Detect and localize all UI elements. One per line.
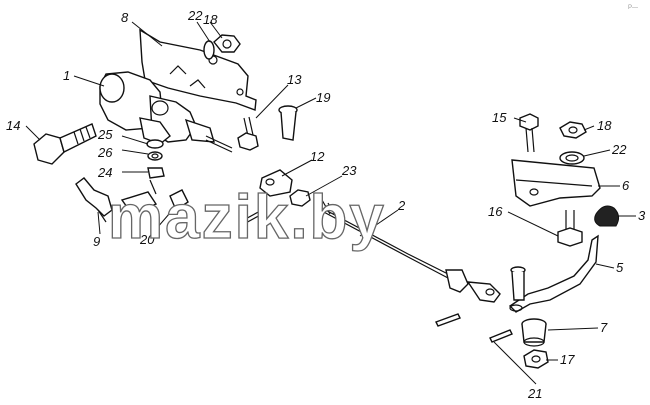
- callout-8: 8: [121, 10, 129, 25]
- callout-12: 12: [310, 149, 325, 164]
- callout-14: 14: [6, 118, 20, 133]
- part-knob-3: [594, 205, 620, 227]
- corner-mark: P—: [628, 5, 638, 11]
- callout-22-right: 22: [611, 142, 627, 157]
- watermark-text: mazik.by: [108, 183, 386, 252]
- callout-3: 3: [638, 208, 646, 223]
- part-nut-18-top: [213, 34, 241, 53]
- part-bolt-16: [557, 210, 583, 247]
- callout-5: 5: [616, 260, 624, 275]
- part-nut-24: [147, 167, 165, 179]
- part-fitting-20: [120, 179, 189, 215]
- part-lever-5: [508, 234, 599, 313]
- part-bolt-13: [237, 116, 259, 151]
- part-washer-22-right: [559, 151, 585, 165]
- part-washer-25: [146, 139, 164, 149]
- part-clevis-12: [259, 169, 293, 197]
- part-split-pin-left: [239, 209, 265, 226]
- part-bolt-15: [519, 113, 539, 153]
- callout-18-right: 18: [597, 118, 612, 133]
- part-split-pin-21: [489, 329, 513, 343]
- part-bolt-14: [33, 123, 97, 165]
- part-fitting-9: [75, 177, 113, 223]
- part-rod-2: [317, 199, 501, 303]
- callout-13: 13: [287, 72, 302, 87]
- part-nut-23: [289, 189, 311, 207]
- callout-2: 2: [397, 198, 406, 213]
- part-nut-18-right: [559, 121, 587, 139]
- part-bushing-7: [521, 318, 547, 347]
- callout-17: 17: [560, 352, 575, 367]
- callout-20: 20: [139, 232, 155, 247]
- part-nut-17: [523, 349, 549, 369]
- callout-16: 16: [488, 204, 503, 219]
- callout-25: 25: [97, 127, 113, 142]
- callout-18-top: 18: [203, 12, 218, 27]
- callout-7: 7: [600, 320, 608, 335]
- callout-19: 19: [316, 90, 330, 105]
- leader-lines: [25, 21, 636, 385]
- part-pin-vertical: [510, 266, 526, 301]
- callout-21: 21: [527, 386, 542, 401]
- part-pin-lower: [435, 313, 461, 327]
- callout-9: 9: [93, 234, 100, 249]
- callout-15: 15: [492, 110, 507, 125]
- callout-26: 26: [97, 145, 113, 160]
- callout-22-top: 22: [187, 8, 203, 23]
- part-pin-19: [278, 105, 298, 141]
- callout-24: 24: [97, 165, 112, 180]
- part-bracket-6: [511, 159, 601, 207]
- callout-23: 23: [341, 163, 357, 178]
- callout-1: 1: [63, 68, 70, 83]
- part-washer-22-top: [203, 40, 215, 60]
- part-washer-26: [147, 151, 163, 161]
- part-valve-1: [99, 71, 233, 153]
- callout-labels: 8 22 18 1 13 19 14 25 26 24 9 20 12 23 2…: [6, 8, 646, 401]
- callout-6: 6: [622, 178, 630, 193]
